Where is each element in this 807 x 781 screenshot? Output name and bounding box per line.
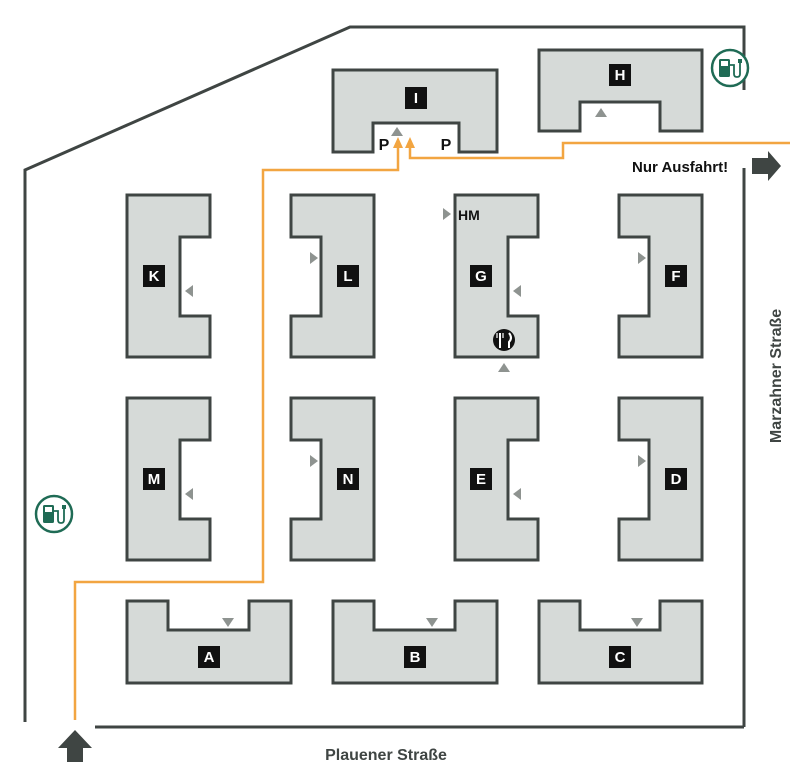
route-arrow-up-icon xyxy=(393,137,403,148)
site-boundary xyxy=(23,25,746,729)
building-b[interactable]: B xyxy=(331,599,499,685)
exit-arrow-icon xyxy=(752,151,781,181)
building-g[interactable]: HM G xyxy=(443,193,540,372)
building-label-f: F xyxy=(671,268,680,285)
ev-charging-icon xyxy=(710,48,750,88)
building-n[interactable]: N xyxy=(289,396,376,562)
building-f[interactable]: F xyxy=(617,193,704,359)
ev-charging-icon xyxy=(34,494,74,534)
building-label-d: D xyxy=(671,471,682,488)
building-label-e: E xyxy=(476,471,486,488)
restaurant-icon xyxy=(493,329,515,351)
building-label-h: H xyxy=(615,67,626,84)
street-name-south: Plauener Straße xyxy=(325,747,447,764)
building-label-g: G xyxy=(475,268,487,285)
building-i[interactable]: I P P xyxy=(331,68,499,154)
building-h[interactable]: H xyxy=(537,48,704,133)
building-d[interactable]: D xyxy=(617,396,704,562)
building-label-a: A xyxy=(204,649,215,666)
building-label-b: B xyxy=(410,649,421,666)
hm-label: HM xyxy=(458,207,480,223)
parking-label-right: P xyxy=(441,137,452,154)
exit-label: Nur Ausfahrt! xyxy=(632,159,728,176)
parking-label-left: P xyxy=(379,137,390,154)
building-label-i: I xyxy=(414,90,418,107)
building-label-m: M xyxy=(148,471,161,488)
building-label-l: L xyxy=(343,268,352,285)
building-e[interactable]: E xyxy=(453,396,540,562)
building-l[interactable]: L xyxy=(289,193,376,359)
building-label-k: K xyxy=(149,268,160,285)
building-a[interactable]: A xyxy=(125,599,293,685)
building-m[interactable]: M xyxy=(125,396,212,562)
entry-arrow-icon xyxy=(58,730,92,762)
building-label-n: N xyxy=(343,471,354,488)
street-name-east: Marzahner Straße xyxy=(768,309,785,443)
route-arrow-up-icon xyxy=(405,137,415,148)
building-k[interactable]: K xyxy=(125,193,212,359)
driving-route xyxy=(73,141,790,720)
building-label-c: C xyxy=(615,649,626,666)
building-c[interactable]: C xyxy=(537,599,704,685)
